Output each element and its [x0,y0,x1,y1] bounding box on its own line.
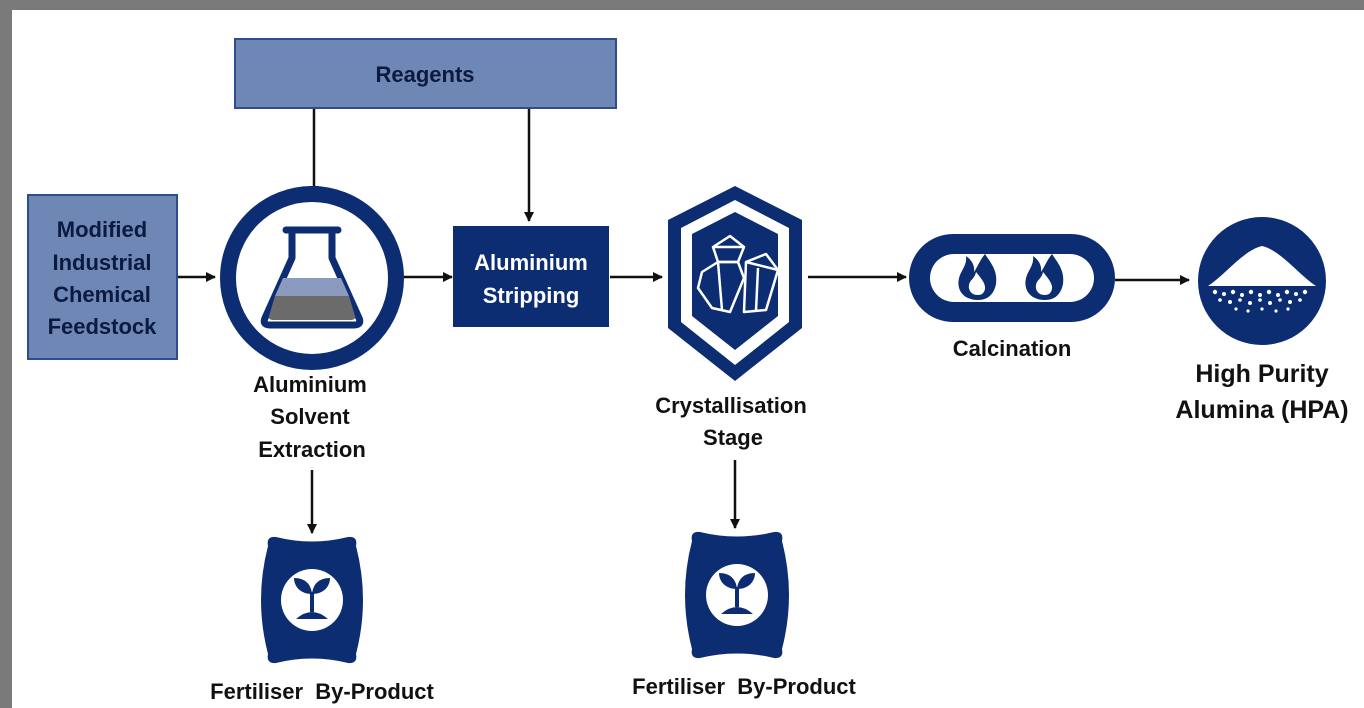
solvent-extraction-label-line3: Extraction [258,437,366,462]
crystallisation-label-line2: Stage [703,425,763,450]
feedstock-node: Modified Industrial Chemical Feedstock [27,194,178,360]
feedstock-label-line1: Modified [57,217,147,242]
hpa-label-line1: High Purity [1195,360,1328,388]
stripping-label-line1: Aluminium [474,250,588,275]
flask-icon [260,226,364,329]
calcination-label: Calcination [953,336,1072,361]
reagents-label: Reagents [375,62,474,87]
sprout-icon [294,578,330,619]
feedstock-label-line4: Feedstock [48,314,158,339]
feedstock-label-line3: Chemical [53,282,151,307]
byproduct-2-label: Fertiliser By-Product [632,674,856,699]
byproduct-1-label: Fertiliser By-Product [210,679,434,704]
hpa-node: High Purity Alumina (HPA) [1175,217,1349,424]
stripping-node: Aluminium Stripping [453,226,609,327]
byproduct-1-node: Fertiliser By-Product [210,536,435,704]
reagents-node: Reagents [234,38,617,109]
hpa-label-line2: Alumina (HPA) [1175,396,1348,424]
crystallisation-label-line1: Crystallisation [655,393,807,418]
calcination-node: Calcination [909,234,1115,361]
stripping-label-line2: Stripping [483,283,580,308]
solvent-extraction-label-line1: Aluminium [253,372,367,397]
crystal-icon [696,234,780,314]
feedstock-label-line2: Industrial [52,250,151,275]
powder-icon [1208,246,1316,313]
arrows [177,108,1190,534]
solvent-extraction-label-line2: Solvent [270,404,350,429]
flame-icon [958,254,1064,300]
fertiliser-bag-icon [261,536,363,664]
byproduct-2-node: Fertiliser By-Product [632,531,857,699]
solvent-extraction-node: Aluminium Solvent Extraction [220,186,404,462]
fertiliser-bag-icon [685,531,789,659]
crystallisation-node: Crystallisation Stage [655,186,807,450]
sprout-icon [719,573,755,614]
